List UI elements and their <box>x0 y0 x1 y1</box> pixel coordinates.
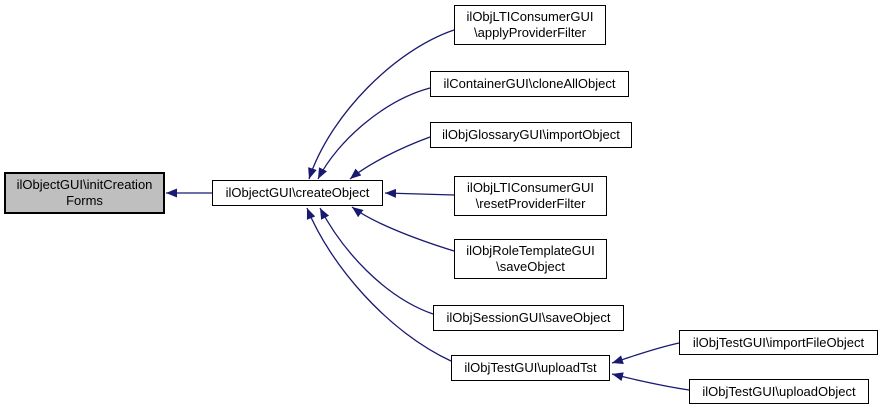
node-applyproviderfilter-label: ilObjLTIConsumerGUI \applyProviderFilter <box>466 9 594 40</box>
edge-uploadobject-to-uploadtst <box>611 372 690 391</box>
node-importobject[interactable]: ilObjGlossaryGUI\importObject <box>430 122 632 148</box>
node-saveobjectsession-label: ilObjSessionGUI\saveObject <box>446 310 611 325</box>
node-applyproviderfilter[interactable]: ilObjLTIConsumerGUI \applyProviderFilter <box>454 5 606 45</box>
node-saveobjectsession[interactable]: ilObjSessionGUI\saveObject <box>433 305 624 331</box>
node-uploadobject-label: ilObjTestGUI\uploadObject <box>702 383 856 399</box>
node-saveobjectroletemplate[interactable]: ilObjRoleTemplateGUI \saveObject <box>454 239 607 279</box>
node-saveobjectroletemplate-label: ilObjRoleTemplateGUI \saveObject <box>466 243 595 274</box>
edge-cloneallobject-to-createobject <box>317 87 431 180</box>
node-uploadtst-label: ilObjTestGUI\uploadTst <box>464 360 597 375</box>
edge-applyproviderfilter-to-createobject <box>308 29 455 180</box>
node-createobject[interactable]: ilObjectGUI\createObject <box>212 180 383 206</box>
node-uploadtst[interactable]: ilObjTestGUI\uploadTst <box>451 355 610 381</box>
node-importfileobject-label: ilObjTestGUI\importFileObject <box>692 334 865 350</box>
edge-resetproviderfilter-to-createobject <box>384 188 455 198</box>
edge-importfileobject-to-uploadtst <box>611 342 680 364</box>
node-importobject-label: ilObjGlossaryGUI\importObject <box>442 127 620 142</box>
node-resetproviderfilter-label: ilObjLTIConsumerGUI \resetProviderFilter <box>467 180 594 211</box>
node-uploadobject[interactable]: ilObjTestGUI\uploadObject <box>689 379 869 404</box>
node-initcreationforms-label: ilObjectGUI\initCreation Forms <box>16 177 153 208</box>
edge-saveobjectsession-to-createobject <box>319 207 434 315</box>
node-initcreationforms: ilObjectGUI\initCreation Forms <box>4 172 165 214</box>
node-cloneallobject[interactable]: ilContainerGUI\cloneAllObject <box>430 71 629 97</box>
edge-uploadtst-to-createobject <box>306 207 452 362</box>
node-importfileobject[interactable]: ilObjTestGUI\importFileObject <box>679 330 878 355</box>
node-createobject-label: ilObjectGUI\createObject <box>225 185 370 200</box>
edge-saveobjectroletemplate-to-createobject <box>351 206 455 252</box>
node-resetproviderfilter[interactable]: ilObjLTIConsumerGUI \resetProviderFilter <box>454 176 607 216</box>
edge-importobject-to-createobject <box>349 136 431 180</box>
node-cloneallobject-label: ilContainerGUI\cloneAllObject <box>443 76 616 91</box>
